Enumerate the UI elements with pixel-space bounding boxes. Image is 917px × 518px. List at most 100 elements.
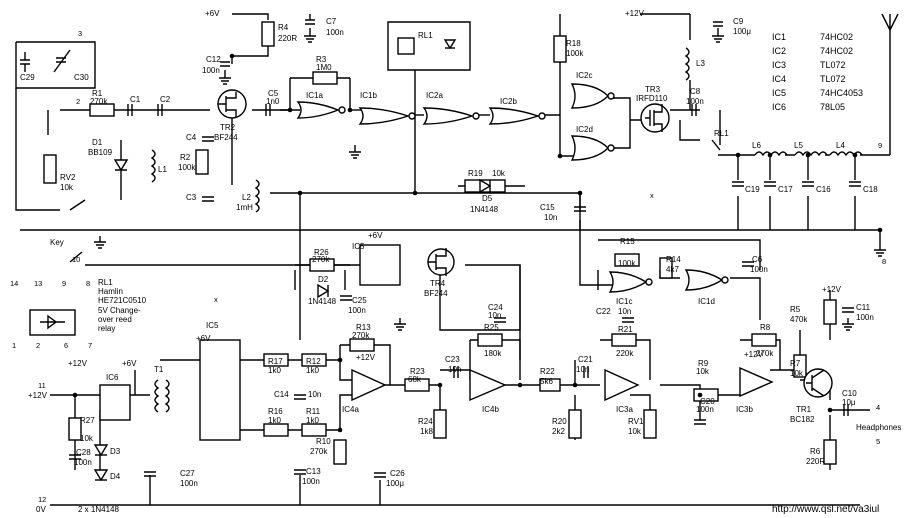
l5-label: L5: [794, 141, 803, 150]
c16-label: C16: [816, 185, 831, 194]
r5-label: R5: [790, 305, 801, 314]
c28-label: C28: [76, 448, 91, 457]
ic5a-label: IC5: [206, 321, 219, 330]
ic1b-label: IC1b: [360, 91, 377, 100]
c4-label: C4: [186, 133, 197, 142]
c21-label: C21: [578, 355, 593, 364]
component-labels: +6V R4 220R C7 100n C12 100n R3 1M0 RL1 …: [20, 9, 901, 514]
r24-label: R24: [418, 417, 433, 426]
r23-value: 68k: [408, 375, 422, 384]
transistors: [217, 89, 833, 398]
ic-legend: IC1 74HC02 IC2 74HC02 IC3 TL072 IC4 TL07…: [772, 32, 863, 112]
r7-value: 10k: [790, 369, 804, 378]
relay-legend-line4: 5V Change-: [98, 306, 141, 315]
l4-label: L4: [836, 141, 845, 150]
ic3b-label: IC3b: [736, 405, 753, 414]
r4-label: R4: [278, 23, 289, 32]
r3-value: 1M0: [316, 63, 332, 72]
ic2d-label: IC2d: [576, 125, 593, 134]
terminal-3: 3: [78, 29, 82, 38]
c9-label: C9: [733, 17, 744, 26]
c3-label: C3: [186, 193, 197, 202]
c6-value: 100n: [750, 265, 768, 274]
c23-value: 10n: [448, 365, 461, 374]
terminal-2: 2: [76, 97, 80, 106]
r20-value: 2k2: [552, 427, 565, 436]
terminal-2b: 2: [36, 341, 40, 350]
c15-value: 10n: [544, 213, 557, 222]
terminal-14: 14: [10, 279, 18, 288]
r1-label: R1: [92, 89, 103, 98]
ic-legend-part-4: TL072: [820, 74, 846, 84]
d2-label: D2: [318, 275, 329, 284]
headphones-label: Headphones: [856, 423, 901, 432]
c27-label: C27: [180, 469, 195, 478]
c7-value: 100n: [326, 28, 344, 37]
d1-value: BB109: [88, 148, 113, 157]
r24-value: 1k8: [420, 427, 433, 436]
r11-value: 1k0: [306, 416, 319, 425]
c6-label: C6: [752, 255, 763, 264]
r8-value: 270k: [756, 349, 774, 358]
ic1a-label: IC1a: [306, 91, 323, 100]
c22-value: 10n: [618, 307, 631, 316]
rl1-top-label: RL1: [418, 31, 433, 40]
r13-value: 270k: [352, 331, 370, 340]
r13-label: R13: [356, 323, 371, 332]
c18-label: C18: [863, 185, 878, 194]
r9-label: R9: [698, 359, 709, 368]
r5-value: 470k: [790, 315, 808, 324]
tr2-value: BF244: [214, 133, 238, 142]
r18-value: 100k: [566, 49, 584, 58]
tr4-label: TR4: [430, 279, 446, 288]
c10-value: 10μ: [842, 398, 856, 407]
r19-label: R19: [468, 169, 483, 178]
d3-label: D3: [110, 447, 121, 456]
rv1-value: 10k: [628, 427, 642, 436]
r4-value: 220R: [278, 34, 297, 43]
tr3-label: TR3: [645, 85, 661, 94]
v6-ic5: +6V: [196, 334, 211, 343]
c17-label: C17: [778, 185, 793, 194]
logic-gates: [296, 83, 729, 293]
terminal-12: 12: [38, 495, 46, 504]
ic-legend-ref-5: IC5: [772, 88, 786, 98]
r22-value: 5k6: [540, 377, 553, 386]
terminal-8: 8: [86, 279, 90, 288]
c25-value: 100n: [348, 306, 366, 315]
terminal-7: 7: [88, 341, 92, 350]
rv2-value: 10k: [60, 183, 74, 192]
r11-label: R11: [306, 407, 321, 416]
c29-label: C29: [20, 73, 35, 82]
r3-label: R3: [316, 55, 327, 64]
d5-value: 1N4148: [470, 205, 499, 214]
resistors: [43, 21, 837, 465]
c26-label: C26: [390, 469, 405, 478]
relay-legend-line3: HE721C0510: [98, 296, 147, 305]
r9-value: 10k: [696, 367, 710, 376]
ic4a-label: IC4a: [342, 405, 359, 414]
r26-value: 270k: [312, 255, 330, 264]
terminal-5: 5: [876, 437, 880, 446]
c8-value: 100n: [686, 97, 704, 106]
inductors: [150, 47, 863, 413]
d5-label: D5: [482, 194, 493, 203]
relay-legend: RL1 Hamlin HE721C0510 5V Change- over re…: [98, 278, 147, 333]
tr2-label: TR2: [220, 123, 236, 132]
tr1-value: BC182: [790, 415, 815, 424]
r19-value: 10k: [492, 169, 506, 178]
r6-value: 220R: [806, 457, 825, 466]
r16-label: R16: [268, 407, 283, 416]
capacitors: [20, 14, 861, 478]
d1-label: D1: [92, 138, 103, 147]
relay-legend-line1: RL1: [98, 278, 113, 287]
r25-label: R25: [484, 323, 499, 332]
ic2a-label: IC2a: [426, 91, 443, 100]
r14-label: R14: [666, 255, 681, 264]
c11-value: 100n: [856, 313, 874, 322]
c26-value: 100μ: [386, 479, 404, 488]
c8-label: C8: [690, 87, 701, 96]
ic-legend-ref-4: IC4: [772, 74, 786, 84]
source-url: http://www.qsl.net/va3iul: [772, 504, 879, 515]
r26-label: R26: [314, 248, 329, 257]
